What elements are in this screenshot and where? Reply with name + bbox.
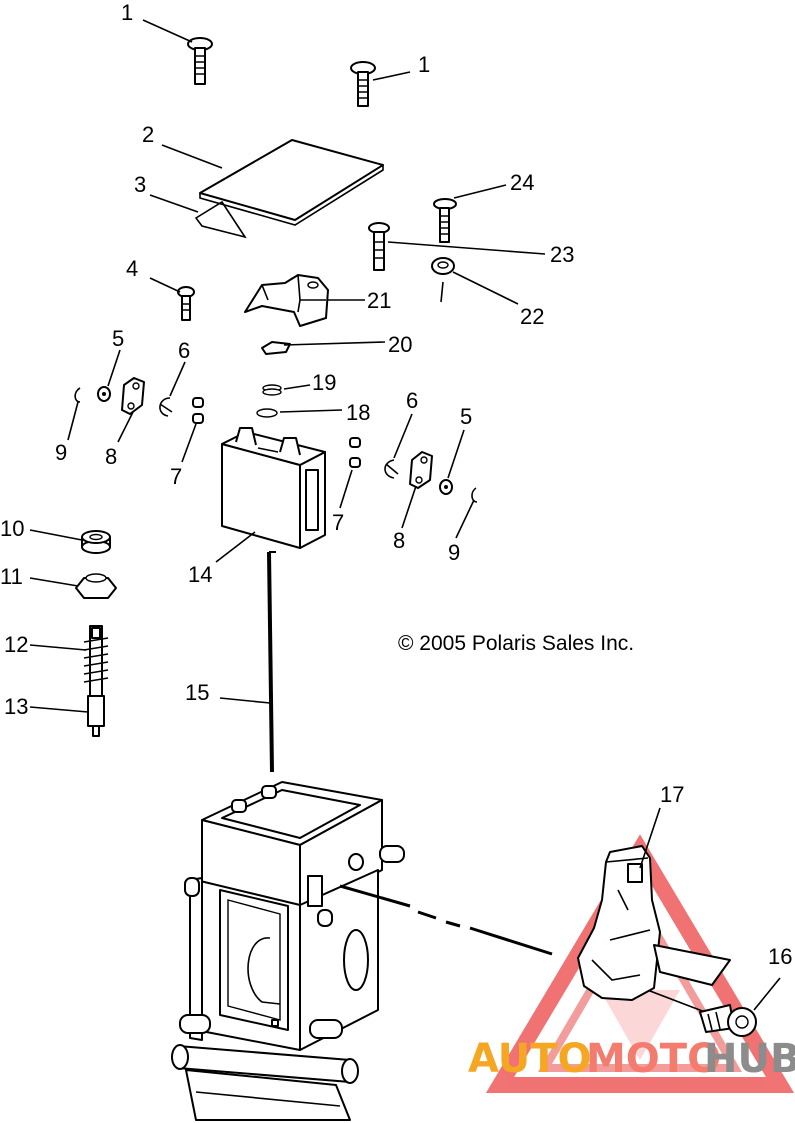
nut-part-11 xyxy=(75,573,117,599)
screw-part-1b xyxy=(350,61,376,107)
screw-part-1a xyxy=(187,37,213,85)
watermark-text: AUTO MOTO HUB xyxy=(468,1036,795,1082)
callout-6-right: 6 xyxy=(406,388,418,413)
eclip-part-9-right xyxy=(471,487,478,503)
callout-15: 15 xyxy=(185,680,209,705)
callout-18: 18 xyxy=(346,400,370,425)
spring-part-12 xyxy=(83,625,109,697)
cap-part-10 xyxy=(81,530,111,554)
callout-12: 12 xyxy=(4,632,28,657)
needle-valve-part-13 xyxy=(87,695,105,737)
bushing-part-7-left xyxy=(192,397,204,424)
callout-5-left: 5 xyxy=(112,326,124,351)
washer-part-5-left xyxy=(97,386,111,402)
callout-23: 23 xyxy=(550,242,574,267)
leader-lines xyxy=(29,19,781,1011)
washer-part-5-right xyxy=(439,479,453,495)
callout-9-left: 9 xyxy=(55,440,67,465)
screw-part-23 xyxy=(368,222,390,271)
callout-7-right: 7 xyxy=(332,510,344,535)
callout-8-right: 8 xyxy=(393,528,405,553)
callout-4: 4 xyxy=(126,256,138,281)
callout-1a: 1 xyxy=(121,0,133,25)
callout-9-right: 9 xyxy=(448,540,460,565)
callout-20: 20 xyxy=(388,332,412,357)
spring-part-19 xyxy=(262,384,282,396)
callout-8-left: 8 xyxy=(105,444,117,469)
snap-ring-part-6-right xyxy=(384,459,399,479)
callout-5-right: 5 xyxy=(460,404,472,429)
watermark-hub: HUB xyxy=(704,1036,795,1082)
link-part-8-left xyxy=(121,377,145,415)
callout-2: 2 xyxy=(142,122,154,147)
carburetor-body xyxy=(171,781,405,1121)
callout-14: 14 xyxy=(188,562,212,587)
gasket-part-3 xyxy=(194,200,247,239)
screw-part-24 xyxy=(433,198,457,243)
throttle-slide-part-14 xyxy=(221,427,326,549)
callout-21: 21 xyxy=(367,288,391,313)
jet-needle-part-15 xyxy=(267,551,276,773)
nut-part-22 xyxy=(431,257,455,303)
callout-19: 19 xyxy=(312,370,336,395)
callout-22: 22 xyxy=(520,304,544,329)
eclip-part-9-left xyxy=(74,387,81,403)
choke-part-17 xyxy=(577,845,731,1001)
snap-ring-part-6-left xyxy=(159,397,173,417)
bracket-part-21 xyxy=(244,274,329,327)
screw-part-4 xyxy=(177,286,195,321)
copyright-notice: © 2005 Polaris Sales Inc. xyxy=(398,632,635,655)
callout-11: 11 xyxy=(0,564,23,589)
screw-part-16 xyxy=(699,1004,757,1037)
washer-part-18 xyxy=(256,408,278,418)
bushing-part-7-right xyxy=(349,437,361,468)
callout-labels: 1 1 2 3 24 23 22 4 21 20 5 6 19 18 9 8 7… xyxy=(0,0,792,969)
callout-16: 16 xyxy=(768,944,792,969)
callout-17: 17 xyxy=(660,782,684,807)
callout-13: 13 xyxy=(4,694,28,719)
link-part-8-right xyxy=(409,451,433,489)
callout-7-left: 7 xyxy=(170,464,182,489)
clip-part-20 xyxy=(261,341,291,355)
cover-plate-part-2 xyxy=(199,139,384,226)
watermark-moto: MOTO xyxy=(586,1036,721,1082)
callout-6-left: 6 xyxy=(178,338,190,363)
callout-1b: 1 xyxy=(418,52,430,77)
callout-10: 10 xyxy=(0,516,24,541)
callout-3: 3 xyxy=(134,172,146,197)
watermark-auto: AUTO xyxy=(468,1036,592,1082)
callout-24: 24 xyxy=(510,170,534,195)
